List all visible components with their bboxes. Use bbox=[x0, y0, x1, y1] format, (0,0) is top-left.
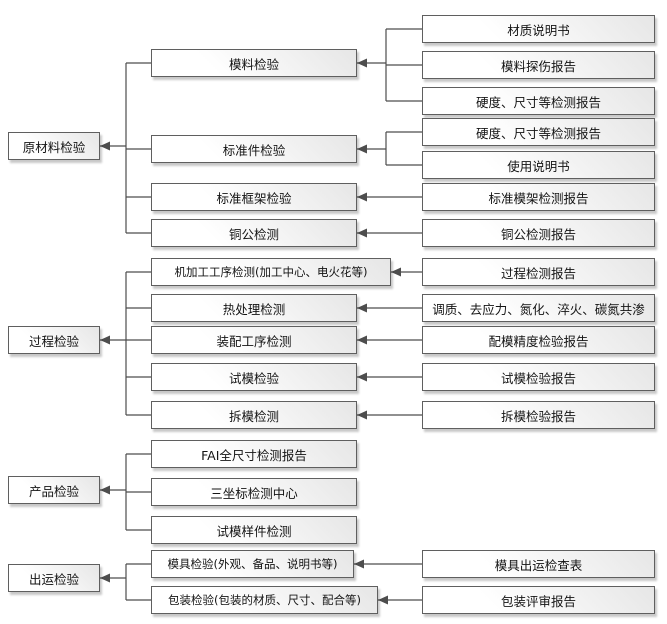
process-box-mold-trial: 试模检验 bbox=[151, 363, 357, 391]
process-box-trial-sample: 试模样件检测 bbox=[151, 516, 357, 544]
document-box-copper-report: 铜公检测报告 bbox=[422, 219, 655, 247]
document-box-fit-precision: 配模精度检验报告 bbox=[422, 326, 655, 354]
document-box-hardness-dim-1: 硬度、尺寸等检测报告 bbox=[422, 87, 655, 115]
process-box-copper-electrode: 铜公检测 bbox=[151, 219, 357, 247]
process-box-machining: 机加工工序检测(加工中心、电火花等) bbox=[151, 258, 391, 286]
process-box-assembly: 装配工序检测 bbox=[151, 326, 357, 354]
process-box-standard-frame: 标准框架检验 bbox=[151, 183, 357, 211]
document-box-heat-treat-types: 调质、去应力、氮化、淬火、碳氮共渗 bbox=[422, 294, 655, 322]
document-box-material-spec: 材质说明书 bbox=[422, 15, 655, 43]
connector-lines bbox=[100, 28, 422, 605]
document-box-shipment-checklist: 模具出运检查表 bbox=[422, 550, 655, 578]
category-box-process-inspection: 过程检验 bbox=[8, 326, 100, 354]
document-box-trial-report: 试模检验报告 bbox=[422, 363, 655, 391]
document-box-process-report: 过程检测报告 bbox=[422, 258, 655, 286]
process-box-mold-disassembly: 拆模检测 bbox=[151, 401, 357, 429]
document-box-user-manual: 使用说明书 bbox=[422, 151, 655, 179]
document-box-mold-base-report: 标准模架检测报告 bbox=[422, 183, 655, 211]
category-box-product-inspection: 产品检验 bbox=[8, 476, 100, 504]
document-box-disassembly-report: 拆模检验报告 bbox=[422, 401, 655, 429]
process-box-mold-final: 模具检验(外观、备品、说明书等) bbox=[151, 550, 354, 578]
category-box-raw-material-inspection: 原材料检验 bbox=[8, 132, 100, 160]
process-box-mold-material: 模料检验 bbox=[151, 49, 357, 77]
document-box-flaw-detection: 模料探伤报告 bbox=[422, 51, 655, 79]
process-box-cmm-center: 三坐标检测中心 bbox=[151, 478, 357, 506]
category-box-shipment-inspection: 出运检验 bbox=[8, 564, 100, 592]
process-box-packing: 包装检验(包装的材质、尺寸、配合等) bbox=[151, 586, 378, 614]
process-box-standard-parts: 标准件检验 bbox=[151, 135, 357, 163]
process-box-heat-treatment: 热处理检测 bbox=[151, 294, 357, 322]
process-box-fai-report: FAI全尺寸检测报告 bbox=[151, 440, 357, 468]
document-box-packing-review: 包装评审报告 bbox=[422, 586, 655, 614]
document-box-hardness-dim-2: 硬度、尺寸等检测报告 bbox=[422, 118, 655, 146]
